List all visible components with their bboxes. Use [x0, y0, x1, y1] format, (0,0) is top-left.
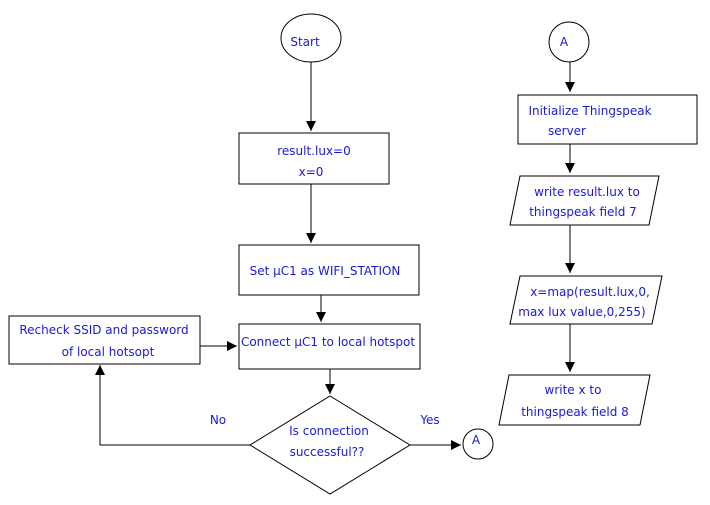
- connect-label: Connect μC1 to local hotspot: [241, 335, 415, 349]
- decision-node: Is connection successful??: [249, 395, 411, 495]
- svg-text:Start: Start: [290, 35, 320, 49]
- write-x-line-1: write x to: [545, 383, 602, 397]
- recheck-line-1: Recheck SSID and password: [19, 323, 188, 337]
- recheck-node: Recheck SSID and password of local hotso…: [8, 315, 201, 365]
- start-node: Start: [280, 13, 342, 63]
- write-lux-line-2: thingspeak field 7: [529, 205, 637, 219]
- svg-text:of local hotsopt: of local hotsopt: [62, 345, 155, 359]
- svg-text:Is connection: Is connection: [289, 424, 369, 438]
- svg-text:thingspeak field 8: thingspeak field 8: [521, 405, 629, 419]
- map-x-line-2: max lux value,0,255): [518, 305, 645, 319]
- connect-node: Connect μC1 to local hotspot: [238, 323, 421, 370]
- init-thingspeak-node: Initialize Thingspeak server: [517, 94, 698, 145]
- connector-a-in-label: A: [560, 35, 569, 49]
- edge-label-yes: Yes: [419, 413, 439, 427]
- svg-text:server: server: [548, 124, 586, 138]
- init-thingspeak-line-1: Initialize Thingspeak: [528, 104, 651, 118]
- edge-decision-no-to-recheck: [95, 365, 250, 446]
- write-lux-node: write result.lux to thingspeak field 7: [509, 175, 660, 226]
- svg-text:x=map(result.lux,0,: x=map(result.lux,0,: [530, 285, 650, 299]
- svg-text:successful??: successful??: [290, 445, 365, 459]
- set-station-label: Set μC1 as WIFI_STATION: [250, 264, 401, 278]
- svg-text:write x to: write x to: [545, 383, 602, 397]
- svg-text:Initialize Thingspeak: Initialize Thingspeak: [528, 104, 651, 118]
- decision-line-1: Is connection: [289, 424, 369, 438]
- svg-text:Recheck SSID and password: Recheck SSID and password: [19, 323, 188, 337]
- svg-text:A: A: [472, 433, 481, 447]
- connector-a-in: A: [548, 21, 590, 63]
- map-x-node: x=map(result.lux,0, max lux value,0,255): [509, 275, 663, 325]
- write-x-line-2: thingspeak field 8: [521, 405, 629, 419]
- svg-text:Connect μC1 to local hotspot: Connect μC1 to local hotspot: [241, 335, 415, 349]
- write-lux-line-1: write result.lux to: [534, 185, 640, 199]
- decision-line-2: successful??: [290, 445, 365, 459]
- set-station-node: Set μC1 as WIFI_STATION: [238, 244, 420, 296]
- start-label: Start: [290, 35, 320, 49]
- recheck-line-2: of local hotsopt: [62, 345, 155, 359]
- svg-text:result.lux=0: result.lux=0: [277, 144, 351, 158]
- init-thingspeak-line-2: server: [548, 124, 586, 138]
- svg-text:thingspeak field 7: thingspeak field 7: [529, 205, 637, 219]
- edge-label-no: No: [210, 413, 226, 427]
- init-variables-node: result.lux=0 x=0: [238, 132, 390, 185]
- svg-text:Set μC1 as WIFI_STATION: Set μC1 as WIFI_STATION: [250, 264, 401, 278]
- svg-text:A: A: [560, 35, 569, 49]
- svg-text:x=0: x=0: [299, 165, 324, 179]
- connector-a-out: A: [462, 428, 494, 460]
- svg-text:write result.lux to: write result.lux to: [534, 185, 640, 199]
- write-x-node: write x to thingspeak field 8: [498, 374, 651, 426]
- init-variables-line-1: result.lux=0: [277, 144, 351, 158]
- connector-a-out-label: A: [472, 433, 481, 447]
- init-variables-line-2: x=0: [299, 165, 324, 179]
- map-x-line-1: x=map(result.lux,0,: [530, 285, 650, 299]
- svg-text:max lux value,0,255): max lux value,0,255): [518, 305, 645, 319]
